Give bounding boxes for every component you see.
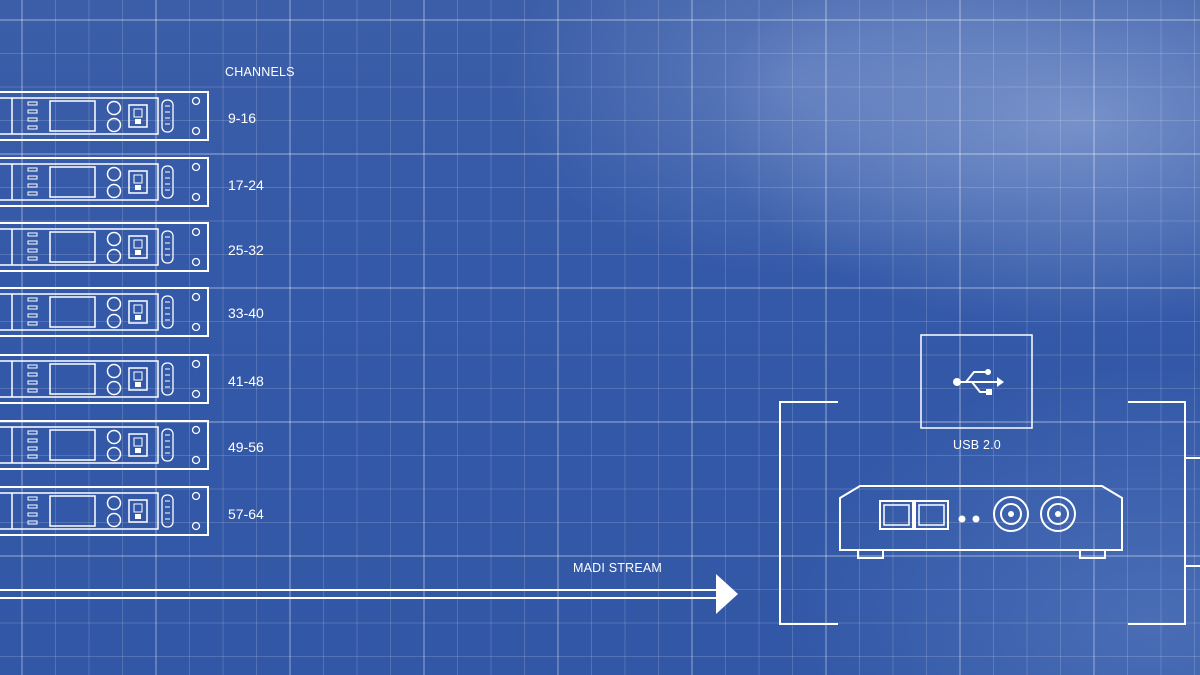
channel-label-33-40: 33-40 — [228, 305, 264, 321]
rack-units — [0, 91, 209, 536]
madi-stream-arrow — [0, 574, 738, 614]
channel-label-49-56: 49-56 — [228, 439, 264, 455]
rack-unit — [0, 486, 209, 536]
usb-box — [920, 334, 1033, 429]
channel-label-25-32: 25-32 — [228, 242, 264, 258]
rack-unit — [0, 354, 209, 404]
interface-bracket — [779, 401, 1200, 625]
madi-interface-device — [839, 485, 1123, 559]
rack-unit — [0, 91, 209, 141]
channel-label-17-24: 17-24 — [228, 177, 264, 193]
channel-label-57-64: 57-64 — [228, 506, 264, 522]
rack-unit — [0, 420, 209, 470]
channels-header: CHANNELS — [225, 65, 295, 79]
madi-stream-label: MADI STREAM — [573, 561, 663, 575]
rack-unit — [0, 287, 209, 337]
channel-label-9-16: 9-16 — [228, 110, 257, 126]
rack-unit — [0, 157, 209, 207]
channel-label-41-48: 41-48 — [228, 373, 264, 389]
usb-label: USB 2.0 — [953, 438, 1001, 452]
usb-icon — [953, 369, 1004, 395]
rack-unit — [0, 222, 209, 272]
